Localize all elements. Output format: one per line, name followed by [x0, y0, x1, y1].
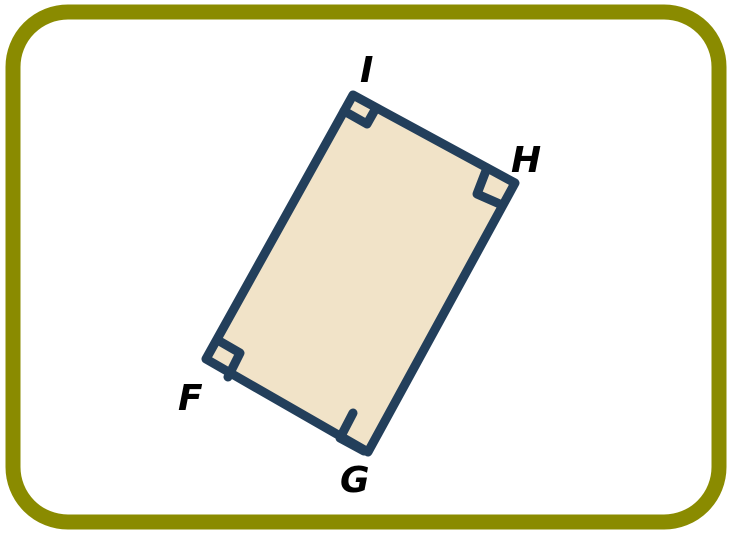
vertex-label-I: I	[360, 50, 373, 91]
vertex-label-H: H	[511, 140, 541, 181]
right-angle-marker-I	[339, 103, 381, 129]
right-angle-marker-H	[472, 163, 507, 210]
vertex-label-G: G	[340, 460, 370, 501]
vertex-label-F: F	[178, 378, 203, 419]
right-angle-marker-G	[335, 408, 369, 456]
right-angle-marker-F	[216, 337, 245, 382]
